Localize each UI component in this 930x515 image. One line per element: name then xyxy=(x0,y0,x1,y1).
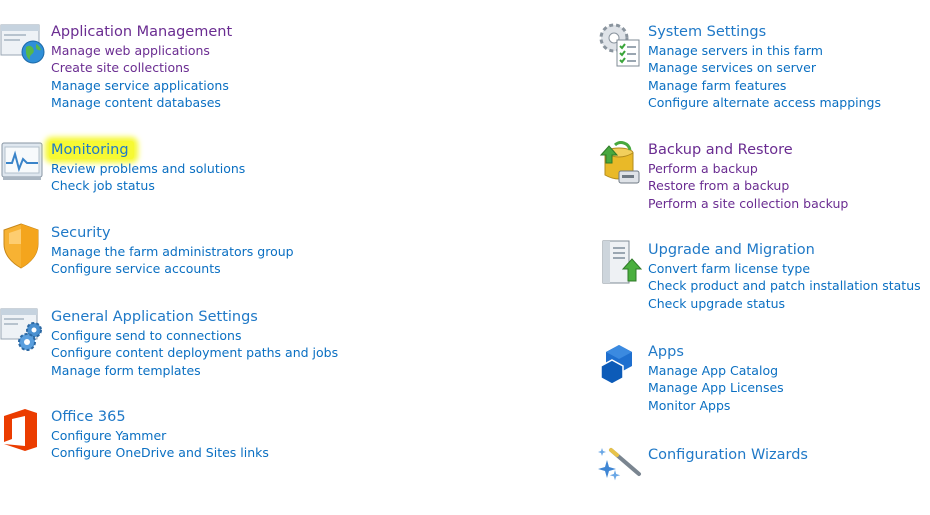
link-list: Review problems and solutions Check job … xyxy=(51,160,245,195)
link-configure-content-deployment[interactable]: Configure content deployment paths and j… xyxy=(51,345,339,361)
section-title[interactable]: Configuration Wizards xyxy=(648,447,808,463)
upgrade-migration-icon xyxy=(597,239,643,287)
link-manage-form-templates[interactable]: Manage form templates xyxy=(51,362,201,378)
link-configure-onedrive-and-sites[interactable]: Configure OneDrive and Sites links xyxy=(51,445,269,461)
configuration-wizards-icon xyxy=(597,444,643,492)
link-perform-site-collection-backup[interactable]: Perform a site collection backup xyxy=(648,195,849,211)
section-title[interactable]: Office 365 xyxy=(51,409,126,425)
link-create-site-collections[interactable]: Create site collections xyxy=(51,60,190,76)
link-convert-farm-license-type[interactable]: Convert farm license type xyxy=(648,261,811,276)
link-manage-services-on-server[interactable]: Manage services on server xyxy=(648,60,816,76)
section-body: General Application Settings Configure s… xyxy=(51,306,338,379)
application-management-icon xyxy=(0,21,46,69)
monitoring-icon xyxy=(0,139,46,187)
link-manage-app-catalog[interactable]: Manage App Catalog xyxy=(648,363,779,378)
link-monitor-apps[interactable]: Monitor Apps xyxy=(648,397,731,413)
link-configure-service-accounts[interactable]: Configure service accounts xyxy=(51,261,221,277)
link-list: Manage servers in this farm Manage servi… xyxy=(648,42,881,112)
link-manage-content-databases[interactable]: Manage content databases xyxy=(51,95,221,111)
section-body: Configuration Wizards xyxy=(648,444,808,464)
link-review-problems-and-solutions[interactable]: Review problems and solutions xyxy=(51,161,246,176)
backup-restore-icon xyxy=(597,139,643,187)
link-manage-farm-administrators-group[interactable]: Manage the farm administrators group xyxy=(51,244,294,259)
section-body: Monitoring Review problems and solutions… xyxy=(49,139,245,195)
security-shield-icon xyxy=(0,222,46,270)
section-body: Backup and Restore Perform a backup Rest… xyxy=(648,139,848,212)
section-body: Application Management Manage web applic… xyxy=(51,21,232,112)
link-manage-farm-features[interactable]: Manage farm features xyxy=(648,77,787,93)
link-list: Manage App Catalog Manage App Licenses M… xyxy=(648,362,784,414)
link-manage-service-applications[interactable]: Manage service applications xyxy=(51,77,229,93)
link-list: Manage the farm administrators group Con… xyxy=(51,243,294,278)
section-title[interactable]: System Settings xyxy=(648,24,767,40)
section-title[interactable]: Backup and Restore xyxy=(648,142,793,158)
link-check-product-patch-status[interactable]: Check product and patch installation sta… xyxy=(648,278,921,294)
link-manage-app-licenses[interactable]: Manage App Licenses xyxy=(648,380,784,396)
office-365-icon xyxy=(0,406,46,454)
link-check-upgrade-status[interactable]: Check upgrade status xyxy=(648,295,786,311)
link-list: Manage web applications Create site coll… xyxy=(51,42,232,112)
link-list: Configure Yammer Configure OneDrive and … xyxy=(51,427,269,462)
section-title[interactable]: Apps xyxy=(648,344,684,360)
section-title[interactable]: Monitoring xyxy=(49,141,134,159)
apps-icon xyxy=(597,341,643,389)
section-title[interactable]: General Application Settings xyxy=(51,309,258,325)
link-manage-web-applications[interactable]: Manage web applications xyxy=(51,43,210,58)
link-manage-servers-in-farm[interactable]: Manage servers in this farm xyxy=(648,43,823,58)
section-title[interactable]: Security xyxy=(51,225,111,241)
section-body: System Settings Manage servers in this f… xyxy=(648,21,881,112)
link-configure-send-to-connections[interactable]: Configure send to connections xyxy=(51,328,242,343)
general-application-settings-icon xyxy=(0,306,46,354)
link-restore-from-a-backup[interactable]: Restore from a backup xyxy=(648,178,790,194)
section-body: Apps Manage App Catalog Manage App Licen… xyxy=(648,341,784,414)
section-body: Office 365 Configure Yammer Configure On… xyxy=(51,406,269,462)
link-check-job-status[interactable]: Check job status xyxy=(51,178,155,194)
section-body: Security Manage the farm administrators … xyxy=(51,222,294,278)
section-body: Upgrade and Migration Convert farm licen… xyxy=(648,239,921,312)
section-title[interactable]: Application Management xyxy=(51,24,233,40)
link-list: Convert farm license type Check product … xyxy=(648,260,921,312)
link-list: Configure send to connections Configure … xyxy=(51,327,338,379)
link-configure-yammer[interactable]: Configure Yammer xyxy=(51,428,167,443)
section-title[interactable]: Upgrade and Migration xyxy=(648,242,815,258)
link-perform-a-backup[interactable]: Perform a backup xyxy=(648,161,758,176)
link-configure-alternate-access-mappings[interactable]: Configure alternate access mappings xyxy=(648,95,881,111)
system-settings-icon xyxy=(597,21,643,69)
link-list: Perform a backup Restore from a backup P… xyxy=(648,160,848,212)
